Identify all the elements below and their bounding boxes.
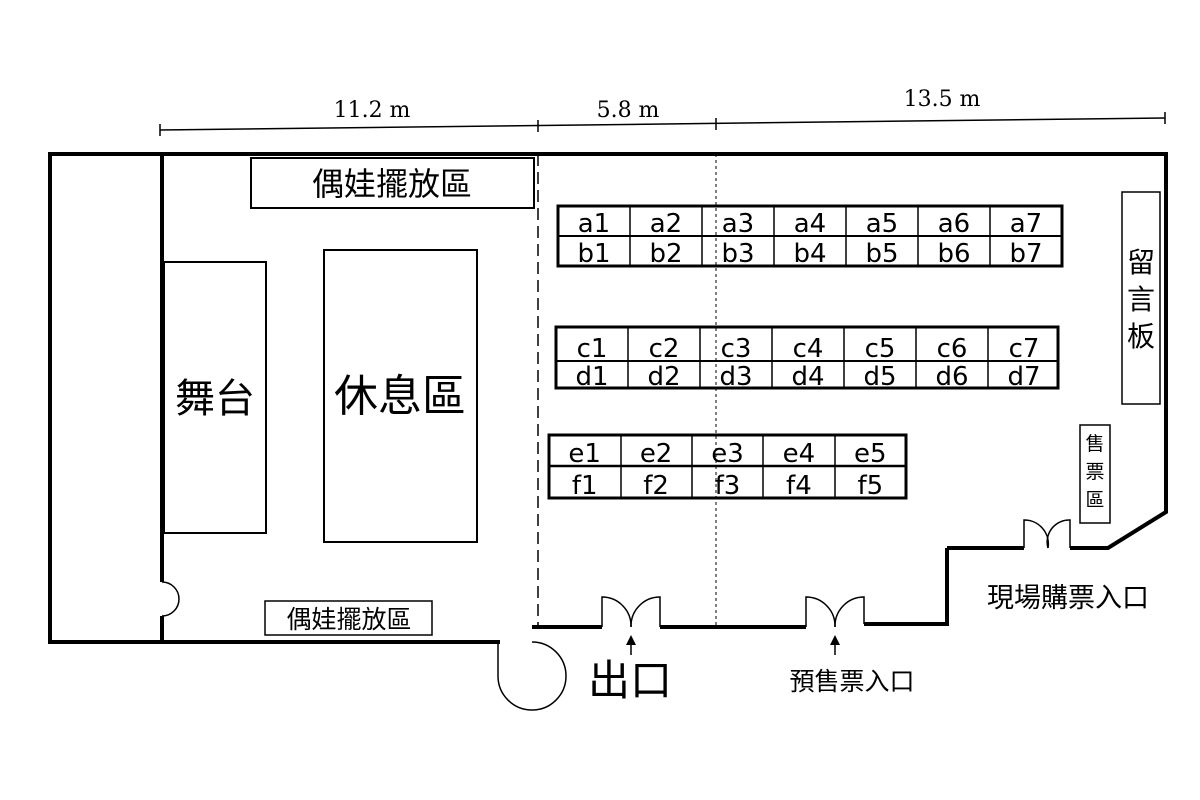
exit-label: 出口 [588, 656, 672, 705]
booth-block-cd [554, 325, 1060, 390]
booth-c7: c7 [1009, 334, 1040, 364]
ticket-booth-label-2: 票 [1085, 461, 1104, 483]
booth-e5: e5 [854, 439, 887, 469]
booth-a5: a5 [866, 209, 898, 239]
booth-b5: b5 [865, 239, 898, 269]
booth-b2: b2 [649, 239, 682, 269]
booth-d6: d6 [935, 362, 968, 392]
exit-arrow [626, 635, 636, 655]
booth-b7: b7 [1009, 239, 1042, 269]
booth-c6: c6 [937, 334, 968, 364]
booth-a1: a1 [578, 209, 610, 239]
booth-d1: d1 [575, 362, 608, 392]
message-board-label-1: 留 [1127, 246, 1155, 279]
message-board-label-3: 板 [1127, 320, 1155, 353]
doll-area-bottom [264, 600, 433, 636]
dimension-lines [159, 112, 1166, 136]
booth-b3: b3 [721, 239, 754, 269]
doll-area-bottom-label: 偶娃擺放區 [286, 605, 411, 634]
rest-area-label: 休息區 [334, 371, 466, 422]
booth-a7: a7 [1010, 209, 1042, 239]
booth-block-ef [547, 433, 908, 500]
booth-b1: b1 [577, 239, 610, 269]
booth-f2: f2 [643, 471, 669, 501]
ticket-booth-label-1: 售 [1085, 433, 1104, 455]
booth-c1: c1 [577, 334, 608, 364]
booth-d4: d4 [791, 362, 824, 392]
stage [163, 261, 267, 534]
message-board [1121, 191, 1161, 405]
booth-d5: d5 [863, 362, 896, 392]
booth-f1: f1 [572, 471, 598, 501]
booth-e2: e2 [640, 439, 673, 469]
presale-entrance-label: 預售票入口 [789, 667, 914, 696]
booth-e4: e4 [783, 439, 816, 469]
booth-f4: f4 [786, 471, 812, 501]
booth-labels: a1 a2 a3 a4 a5 a6 a7 b1 b2 b3 b4 b5 b6 b7 c1 c2 c3 c4 c5 c6… [568, 209, 1042, 501]
ticket-booth [1079, 424, 1111, 524]
booth-d3: d3 [719, 362, 752, 392]
booth-e1: e1 [568, 439, 601, 469]
booth-a4: a4 [794, 209, 826, 239]
booth-b6: b6 [937, 239, 970, 269]
booth-a2: a2 [650, 209, 682, 239]
booth-a3: a3 [722, 209, 754, 239]
onsite-entrance-label: 現場購票入口 [987, 583, 1149, 614]
dimension-label-2: 5.8 m [597, 98, 660, 123]
booth-e3: e3 [711, 439, 744, 469]
doll-area-top [250, 157, 535, 209]
booth-b4: b4 [793, 239, 826, 269]
dimension-label-3: 13.5 m [904, 87, 981, 112]
booth-c3: c3 [721, 334, 752, 364]
stage-label: 舞台 [175, 376, 255, 422]
booth-c5: c5 [865, 334, 896, 364]
booth-f3: f3 [715, 471, 741, 501]
rest-area [323, 249, 478, 543]
presale-arrow [830, 635, 840, 655]
booth-a6: a6 [938, 209, 970, 239]
door-arcs [161, 519, 1071, 711]
booth-f5: f5 [857, 471, 883, 501]
doll-area-top-label: 偶娃擺放區 [312, 165, 472, 203]
dimension-label-1: 11.2 m [334, 98, 411, 123]
booth-c4: c4 [793, 334, 824, 364]
booth-block-ab [556, 204, 1064, 268]
booth-c2: c2 [649, 334, 680, 364]
booth-d7: d7 [1007, 362, 1040, 392]
booth-d2: d2 [647, 362, 680, 392]
ticket-booth-label-3: 區 [1085, 489, 1104, 511]
outer-walls [48, 152, 1168, 644]
message-board-label-2: 言 [1127, 283, 1155, 316]
